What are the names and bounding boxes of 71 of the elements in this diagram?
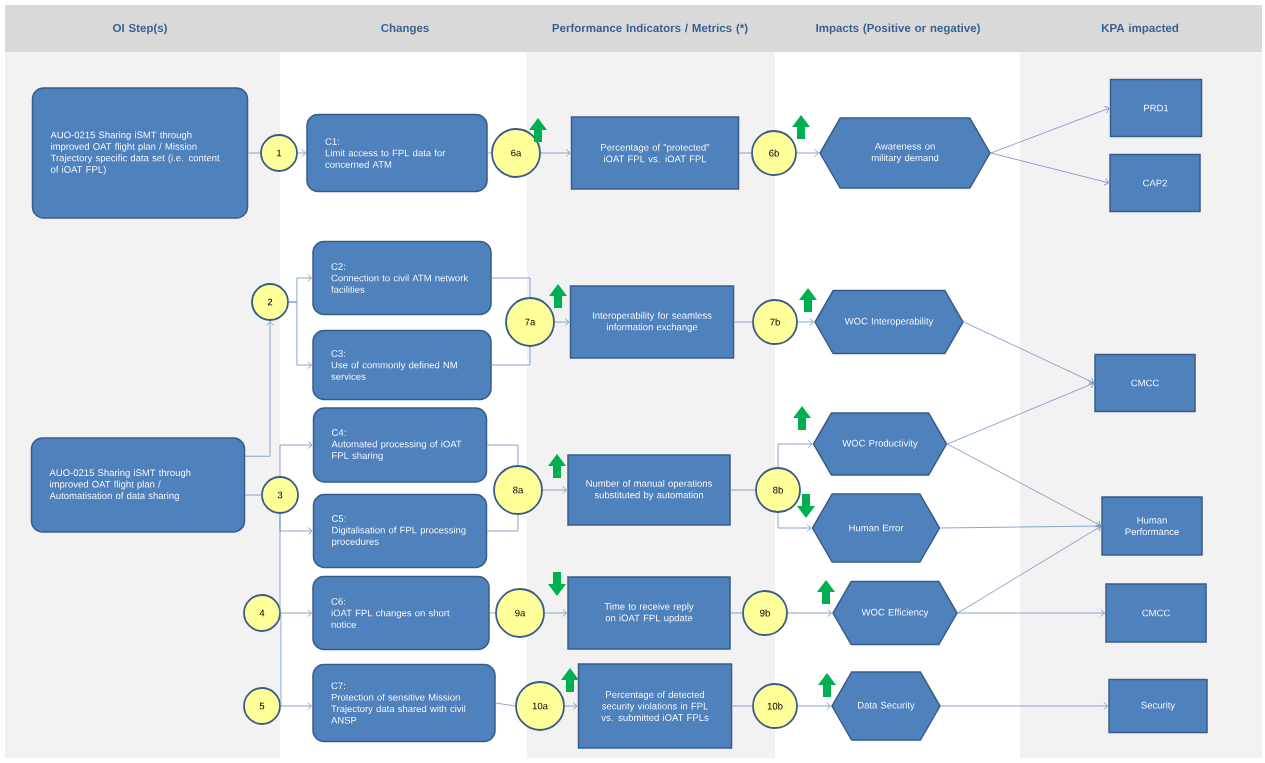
connector [777, 440, 813, 468]
process-box: CMCC [1105, 583, 1207, 643]
connector [738, 152, 752, 154]
connector [495, 702, 516, 707]
connector [990, 105, 1110, 154]
connector [564, 702, 578, 710]
process-box: Number of manual operations substituted by automation [567, 454, 731, 526]
connector [733, 321, 753, 323]
process-box: CMCC [1094, 353, 1196, 413]
connector [797, 318, 814, 326]
process-box: C3: Use of commonly defined NM services [312, 329, 492, 401]
column-header: Performance Indicators / Metrics (*) [552, 23, 748, 35]
process-box: Time to receive reply on iOAT FPL update [567, 576, 731, 650]
process-box: AUO-0215 Sharing iSMT through improved OAT flight plan / Automatisation of data sharing [30, 437, 246, 533]
process-box: Security [1108, 678, 1208, 734]
connector [730, 489, 756, 491]
process-box: C5: Digitalisation of FPL processing procedures [312, 493, 488, 569]
connector [777, 512, 812, 532]
process-box: C7: Protection of sensitive Mission Trajectory data shared with civil ANSP [312, 663, 496, 743]
connector [787, 609, 832, 617]
impact-hexagon: Data Security [831, 671, 941, 741]
connector [288, 301, 313, 369]
connector [297, 149, 307, 157]
connector [244, 321, 274, 457]
connector [940, 702, 1109, 710]
process-box: Human Performance [1101, 496, 1203, 556]
connector [491, 346, 531, 366]
connector [730, 612, 743, 614]
process-box: C1: Limit access to FPL data for concerned ATM [306, 113, 488, 193]
impact-hexagon: Human Error [811, 493, 941, 563]
process-box: CAP2 [1109, 153, 1201, 213]
connector [957, 525, 1102, 614]
connector [280, 609, 313, 617]
column-header: OI Step(s) [113, 23, 167, 35]
connector [940, 522, 1102, 530]
connector [280, 612, 282, 707]
connector [554, 318, 570, 326]
column-header: KPA impacted [1101, 23, 1179, 35]
connector [542, 486, 568, 494]
connector [544, 609, 568, 617]
connector [247, 152, 261, 154]
connector [487, 152, 492, 154]
process-box: PRD1 [1109, 78, 1203, 138]
connector [963, 321, 1095, 385]
process-box: C2: Connection to civil ATM network facilities [312, 240, 492, 316]
impact-hexagon: WOC Efficiency [832, 580, 958, 646]
connector [486, 514, 519, 532]
connector [486, 444, 519, 466]
impact-hexagon: WOC Productivity [812, 412, 948, 476]
process-box: C4: Automated processing of iOAT FPL sharing [312, 407, 488, 483]
process-box: Percentage of detected security violations in FPL vs. submitted iOAT FPLs [577, 663, 733, 749]
process-box: AUO-0215 Sharing iSMT through improved OAT flight plan / Mission Trajectory specific data set (i.e. content of iOAT FPL) [31, 87, 249, 219]
column-header: Impacts (Positive or negative) [816, 23, 980, 35]
connector [244, 494, 262, 496]
connector [489, 612, 496, 614]
connector [731, 705, 753, 707]
connector [797, 702, 831, 710]
connector [947, 443, 1102, 528]
connector [957, 609, 1106, 617]
connector [279, 441, 313, 477]
connector [491, 277, 531, 298]
column-header: Changes [381, 23, 429, 35]
process-box: Percentage of "protected" iOAT FPL vs. iOAT FPL [570, 116, 740, 190]
connector [279, 513, 282, 614]
connector [796, 149, 819, 157]
connector [990, 152, 1110, 186]
connector [947, 381, 1095, 445]
process-box: C6: iOAT FPL changes on short notice [312, 575, 490, 651]
process-box: Interoperability for seamless information exchange [569, 285, 735, 359]
connector [540, 149, 571, 157]
connector [280, 702, 313, 710]
